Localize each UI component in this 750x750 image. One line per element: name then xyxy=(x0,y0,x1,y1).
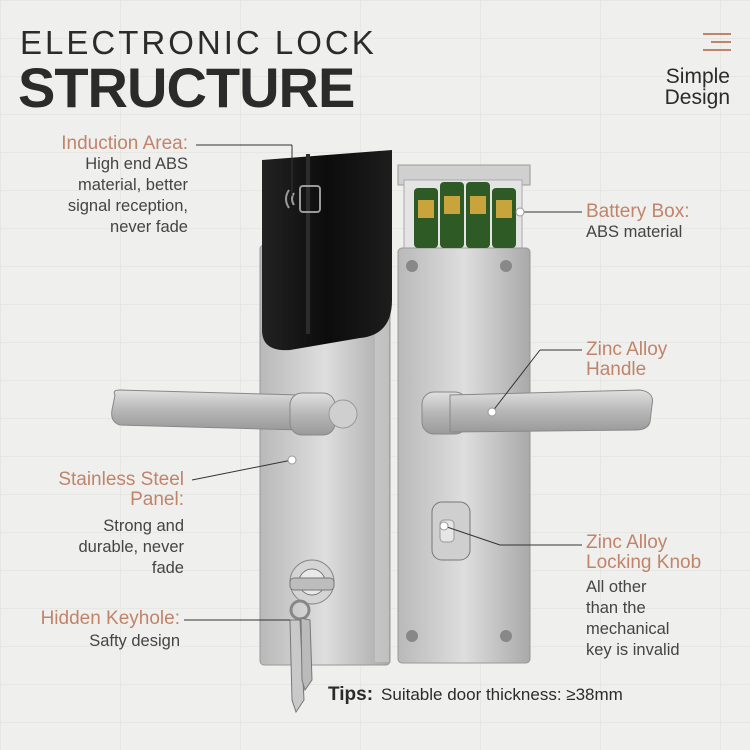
battery-callout: Battery Box: ABS material xyxy=(586,202,746,243)
induction-label: Induction Area: xyxy=(61,133,188,154)
front-lock-body xyxy=(259,150,392,666)
knob-desc-3: mechanical xyxy=(586,620,670,638)
locking-knob xyxy=(431,501,471,561)
keyhole-label: Hidden Keyhole: xyxy=(40,608,180,629)
keyhole-callout: Hidden Keyhole: Safty design xyxy=(10,609,180,652)
menu-icon[interactable] xyxy=(703,33,731,57)
induction-desc-1: High end ABS xyxy=(85,155,188,173)
back-handle xyxy=(421,389,653,435)
rfid-icon xyxy=(285,185,321,213)
handle-label-1: Zinc Alloy xyxy=(586,339,668,360)
induction-callout: Induction Area: High end ABS material, b… xyxy=(20,134,188,238)
tips-label: Tips: xyxy=(328,684,374,705)
battery-label: Battery Box: xyxy=(586,201,690,222)
panel-desc-3: fade xyxy=(151,559,184,577)
induction-desc-2: material, better xyxy=(77,176,188,194)
simple-design-badge: Simple Design xyxy=(665,66,730,108)
title-line-2: STRUCTURE xyxy=(18,56,355,119)
title-line-1: ELECTRONIC LOCK xyxy=(20,24,377,61)
panel-callout: Stainless Steel Panel: Strong and durabl… xyxy=(20,470,184,579)
induction-desc-4: never fade xyxy=(110,218,188,236)
knob-label-1: Zinc Alloy xyxy=(586,532,668,553)
handle-label-2: Handle xyxy=(586,359,647,380)
knob-desc-4: key is invalid xyxy=(586,641,680,659)
panel-desc-2: durable, never xyxy=(78,538,185,556)
keyhole-with-key xyxy=(289,559,335,714)
knob-desc-1: All other xyxy=(586,578,647,596)
knob-label-2: Locking Knob xyxy=(586,552,702,573)
knob-desc-2: than the xyxy=(586,599,646,617)
batteries xyxy=(414,182,516,248)
handle-callout: Zinc Alloy Handle xyxy=(586,340,746,380)
panel-desc-1: Strong and xyxy=(103,517,184,535)
badge-line-2: Design xyxy=(664,86,730,109)
knob-callout: Zinc Alloy Locking Knob All other than t… xyxy=(586,533,746,661)
tips-text: Suitable door thickness: ≥38mm xyxy=(381,685,623,704)
keyhole-desc: Safty design xyxy=(89,632,180,650)
front-handle xyxy=(111,389,358,436)
induction-desc-3: signal reception, xyxy=(67,197,188,215)
tips-bar: Tips: Suitable door thickness: ≥38mm xyxy=(328,684,623,706)
panel-label-1: Stainless Steel xyxy=(58,469,184,490)
panel-label-2: Panel: xyxy=(130,489,184,510)
battery-desc: ABS material xyxy=(586,223,683,241)
badge-line-1: Simple xyxy=(665,65,730,88)
